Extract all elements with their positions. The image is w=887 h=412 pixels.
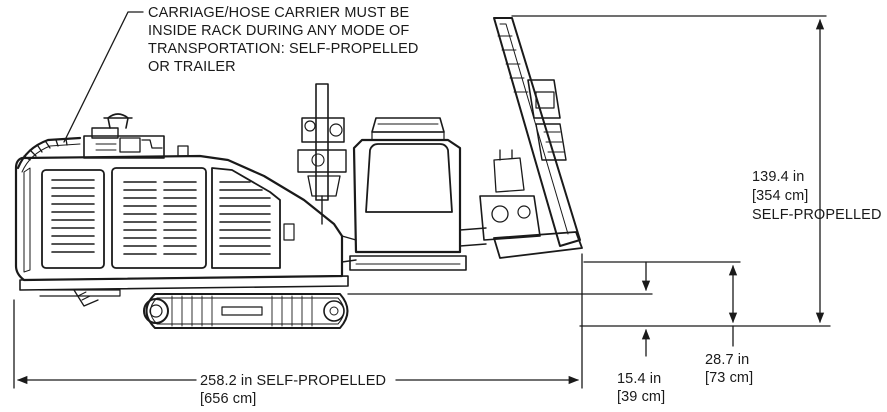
- note-leader-line: [63, 11, 144, 143]
- drill-mast: [479, 17, 583, 259]
- clearance-value-in: 15.4 in: [617, 371, 662, 387]
- transport-note-line-3: TRANSPORTATION: SELF-PROPELLED: [148, 41, 419, 57]
- crawler-track: [143, 293, 349, 329]
- deck-value-cm: [73 cm]: [705, 370, 754, 386]
- height-dimension-label: 139.4 in [354 cm] SELF-PROPELLED: [752, 168, 882, 225]
- connecting-frame: [341, 227, 487, 263]
- clearance-dimension-line: [347, 261, 653, 357]
- transport-note-line-2: INSIDE RACK DURING ANY MODE OF: [148, 23, 410, 39]
- transport-note: CARRIAGE/HOSE CARRIER MUST BE INSIDE RAC…: [148, 4, 419, 76]
- height-value-cm: [354 cm]: [752, 188, 809, 204]
- length-dimension-label: 258.2 in SELF-PROPELLED [656 cm]: [200, 372, 386, 408]
- clearance-value-cm: [39 cm]: [617, 389, 666, 405]
- engine-top-components: [83, 113, 189, 159]
- height-mode: SELF-PROPELLED: [752, 207, 882, 223]
- housing-panel-1: [41, 169, 105, 269]
- engine-housing: [14, 154, 349, 307]
- housing-panel-3: [211, 167, 295, 269]
- hose-carrier: [16, 136, 82, 173]
- deck-value-in: 28.7 in: [705, 352, 750, 368]
- valve-assembly: [297, 83, 347, 225]
- deck-dimension-label: 28.7 in [73 cm]: [705, 351, 753, 387]
- length-value-in: 258.2 in SELF-PROPELLED: [200, 373, 387, 389]
- length-dimension-line: [13, 253, 583, 389]
- height-value-in: 139.4 in: [752, 169, 805, 185]
- transport-note-line-4: OR TRAILER: [148, 59, 236, 75]
- length-value-cm: [656 cm]: [200, 391, 257, 407]
- transport-note-line-1: CARRIAGE/HOSE CARRIER MUST BE: [148, 5, 410, 21]
- height-dimension-line: [511, 15, 831, 327]
- operator-cab: [349, 117, 467, 271]
- deck-height-dimension-line: [583, 261, 741, 347]
- clearance-dimension-label: 15.4 in [39 cm]: [617, 370, 665, 406]
- housing-panel-2: [111, 167, 207, 269]
